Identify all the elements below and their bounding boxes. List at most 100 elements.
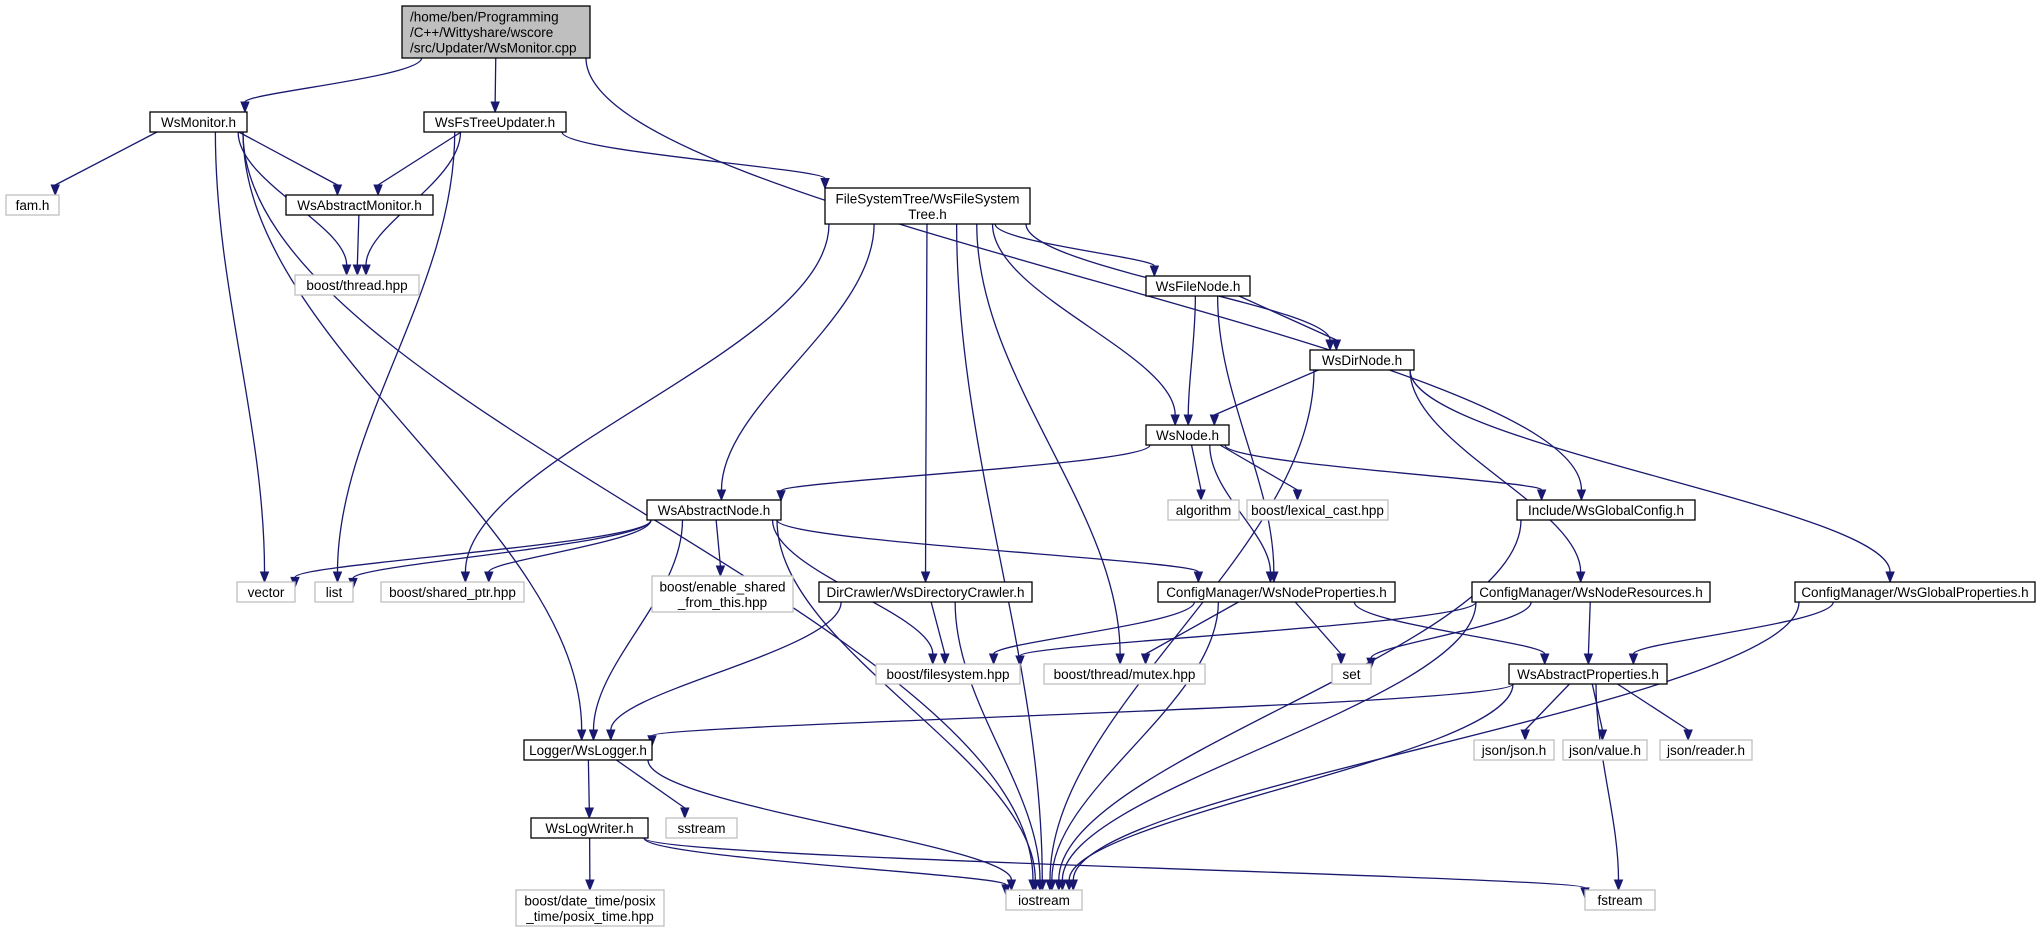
node-label: WsLogWriter.h	[545, 821, 633, 836]
node-wsabstractnode-h[interactable]: WsAbstractNode.h	[646, 499, 782, 521]
node-filesystem: boost/filesystem.hpp	[875, 663, 1021, 685]
edge-line	[1058, 519, 1522, 881]
edge-wsfilesystemtree-h-to-wsabstractnode-h	[716, 223, 875, 502]
edge-arrowhead	[1149, 265, 1160, 278]
node-box	[646, 499, 782, 521]
edge-line	[992, 601, 1196, 655]
edge-line	[1224, 444, 1543, 491]
node-wsfstreeupdater-h[interactable]: WsFsTreeUpdater.h	[423, 111, 567, 133]
edge-arrowhead	[1196, 489, 1206, 502]
edge-arrowhead	[1140, 653, 1151, 666]
edge-line	[643, 837, 1586, 889]
edge-wsabstractnode-h-to-list	[348, 519, 652, 590]
node-boost-thread-hpp: boost/thread.hpp	[294, 274, 420, 296]
node-list: list	[314, 581, 354, 603]
edge-wslogwriter-h-to-fstream	[643, 837, 1590, 900]
edge-line	[715, 519, 722, 567]
edge-line	[464, 223, 830, 573]
node-wsglobalproperties-h[interactable]: ConfigManager/WsGlobalProperties.h	[1794, 581, 2036, 603]
edge-wsfstreeupdater-h-to-list	[332, 131, 456, 584]
node-label: json/json.h	[1481, 743, 1547, 758]
edge-wslogger-h-to-wslogwriter-h	[584, 759, 595, 820]
edge-arrowhead	[1170, 414, 1180, 427]
edge-arrowhead	[1539, 653, 1550, 666]
node-box	[1516, 499, 1696, 521]
edge-line	[294, 519, 652, 578]
edge-wsfilesystemtree-h-to-mutex	[976, 223, 1125, 666]
node-lexical-cast: boost/lexical_cast.hpp	[1246, 499, 1389, 521]
node-label: fstream	[1597, 893, 1642, 908]
node-box	[1157, 581, 1396, 603]
node-label: vector	[248, 585, 285, 600]
edge-line	[1216, 295, 1275, 573]
node-wslogger-h[interactable]: Logger/WsLogger.h	[523, 739, 653, 761]
node-wsnoderesources-h[interactable]: ConfigManager/WsNodeResources.h	[1471, 581, 1711, 603]
edge-line	[377, 131, 462, 186]
node-box	[1508, 663, 1668, 685]
node-wsabstractmonitor-h[interactable]: WsAbstractMonitor.h	[285, 194, 434, 216]
node-wslogwriter-h[interactable]: WsLogWriter.h	[530, 817, 649, 839]
edge-line	[1190, 444, 1202, 491]
node-label: boost/thread.hpp	[306, 278, 407, 293]
edge-arrowhead	[1683, 729, 1693, 742]
node-box	[380, 581, 525, 603]
edge-wsabstractproperties-h-to-fstream	[1595, 683, 1624, 892]
edge-arrowhead	[606, 729, 616, 742]
node-root[interactable]: /home/ben/Programming/C++/Wittyshare/wsc…	[401, 5, 591, 59]
edge-wsnode-h-to-wsabstractnode-h	[776, 444, 1151, 503]
node-label: boost/enable_shared	[659, 579, 785, 594]
node-wsdirectorycrawler-h[interactable]: DirCrawler/WsDirectoryCrawler.h	[818, 581, 1033, 603]
node-wsglobalconfig-h[interactable]: Include/WsGlobalConfig.h	[1516, 499, 1696, 521]
node-box	[1473, 739, 1555, 761]
edge-arrowhead	[1057, 879, 1068, 892]
node-label: boost/lexical_cast.hpp	[1251, 503, 1384, 518]
edge-line	[561, 131, 826, 180]
node-label: WsMonitor.h	[161, 115, 236, 130]
node-box	[1145, 424, 1230, 446]
edge-line	[776, 519, 1036, 881]
edge-arrowhead	[352, 264, 363, 277]
node-label: DirCrawler/WsDirectoryCrawler.h	[826, 585, 1024, 600]
node-box	[149, 111, 248, 133]
edge-line	[647, 759, 1013, 881]
edge-line	[954, 601, 1041, 881]
edge-wsnoderesources-h-to-set	[1366, 601, 1532, 670]
node-wsabstractproperties-h[interactable]: WsAbstractProperties.h	[1508, 663, 1668, 685]
edge-line	[592, 519, 684, 731]
node-wsnodeproperties-h[interactable]: ConfigManager/WsNodeProperties.h	[1157, 581, 1396, 603]
edge-wsabstractproperties-h-to-wslogger-h	[647, 683, 1514, 748]
node-label: WsNode.h	[1156, 428, 1219, 443]
edge-arrowhead	[716, 489, 727, 502]
node-wsmonitor-h[interactable]: WsMonitor.h	[149, 111, 248, 133]
edge-line	[780, 444, 1151, 492]
node-label: /src/Updater/WsMonitor.cpp	[410, 41, 577, 56]
node-wsnode-h[interactable]: WsNode.h	[1145, 424, 1230, 446]
node-label: /C++/Wittyshare/wscore	[410, 25, 553, 40]
edge-line	[930, 601, 946, 655]
edge-arrowhead	[584, 807, 595, 820]
edge-arrowhead	[920, 571, 931, 584]
edge-line	[1617, 683, 1689, 731]
edge-arrowhead	[1628, 653, 1639, 666]
node-box	[875, 663, 1021, 685]
node-label: Logger/WsLogger.h	[529, 743, 647, 758]
edge-arrowhead	[332, 571, 343, 584]
edge-root-to-wsmonitor-h	[240, 57, 423, 114]
node-label: WsFileNode.h	[1156, 279, 1241, 294]
edge-wsnoderesources-h-to-filesystem	[1015, 601, 1477, 668]
edge-wsnoderesources-h-to-iostream	[1057, 601, 1477, 892]
node-label: Include/WsGlobalConfig.h	[1528, 503, 1684, 518]
edge-line	[1632, 601, 1834, 655]
node-wsfilenode-h[interactable]: WsFileNode.h	[1145, 275, 1251, 297]
node-label: ConfigManager/WsNodeProperties.h	[1166, 585, 1387, 600]
edge-wsfstreeupdater-h-to-wsabstractmonitor-h	[373, 131, 462, 197]
node-label: fam.h	[16, 198, 50, 213]
node-wsdirnode-h[interactable]: WsDirNode.h	[1309, 349, 1415, 371]
edge-line	[244, 57, 423, 103]
edge-line	[494, 57, 497, 103]
edge-arrowhead	[928, 653, 938, 666]
node-box	[401, 5, 591, 59]
node-box	[1005, 889, 1083, 911]
edge-line	[587, 759, 590, 809]
